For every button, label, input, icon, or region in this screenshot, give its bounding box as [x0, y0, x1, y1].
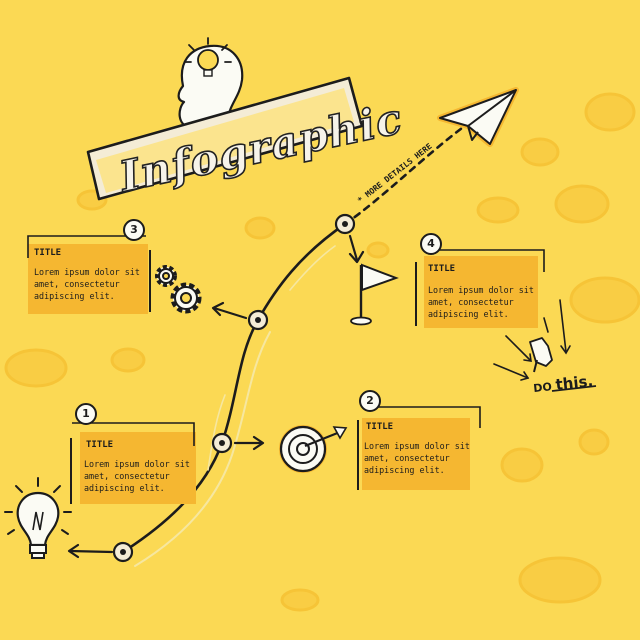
card-body-line: amet, consectetur	[428, 297, 514, 307]
title-banner	[86, 76, 364, 201]
card-body-line: Lorem ipsum dolor sit	[428, 285, 534, 295]
path-node	[247, 309, 269, 331]
path-node	[112, 541, 134, 563]
step-number-4: 4	[427, 237, 435, 250]
card-title: TITLE	[428, 264, 456, 274]
gears-icon	[155, 265, 202, 314]
card-body-line: Lorem ipsum dolor sit	[34, 267, 140, 277]
card-step-2	[357, 406, 481, 490]
step-badge-2	[359, 390, 381, 412]
roadmap-path	[121, 126, 464, 567]
flag-icon	[350, 263, 399, 326]
card-body: Lorem ipsum dolor sit amet, consectetur …	[84, 458, 202, 494]
lightbulb-icon	[4, 477, 72, 559]
card-step-3	[27, 235, 151, 314]
card-title: TITLE	[366, 422, 394, 432]
card-body-line: amet, consectetur	[364, 453, 450, 463]
pointer-arrows	[493, 299, 571, 381]
card-title: TITLE	[86, 440, 114, 450]
card-body-line: adipiscing elit.	[364, 465, 445, 475]
step-number-1: 1	[82, 407, 90, 420]
card-body-line: adipiscing elit.	[34, 291, 115, 301]
card-body-line: Lorem ipsum dolor sit	[364, 441, 470, 451]
card-body-line: Lorem ipsum dolor sit	[84, 459, 190, 469]
step-badge-4	[420, 233, 442, 255]
step-number-2: 2	[366, 394, 374, 407]
path-node	[211, 432, 233, 454]
card-step-1	[70, 422, 196, 504]
card-body-line: adipiscing elit.	[428, 309, 509, 319]
target-icon	[279, 425, 348, 473]
card-body: Lorem ipsum dolor sit amet, consectetur …	[428, 284, 546, 320]
card-body-line: amet, consectetur	[34, 279, 120, 289]
step-badge-1	[75, 403, 97, 425]
paper-plane-icon	[437, 87, 519, 147]
card-body-line: amet, consectetur	[84, 471, 170, 481]
path-node	[334, 213, 356, 235]
card-title: TITLE	[34, 248, 62, 258]
card-body: Lorem ipsum dolor sit amet, consectetur …	[34, 266, 152, 302]
background-blobs	[4, 92, 640, 612]
pointing-hand-icon	[529, 337, 553, 373]
head-with-lightbulb-icon	[177, 37, 244, 132]
card-body-line: adipiscing elit.	[84, 483, 165, 493]
card-body: Lorem ipsum dolor sit amet, consectetur …	[364, 440, 482, 476]
call-to-action-word-1: DO	[532, 380, 553, 396]
connector-arrows	[67, 234, 365, 559]
call-to-action-underline	[551, 385, 597, 392]
step-number-3: 3	[130, 223, 138, 236]
card-step-4	[415, 249, 545, 328]
step-badge-3	[123, 219, 145, 241]
